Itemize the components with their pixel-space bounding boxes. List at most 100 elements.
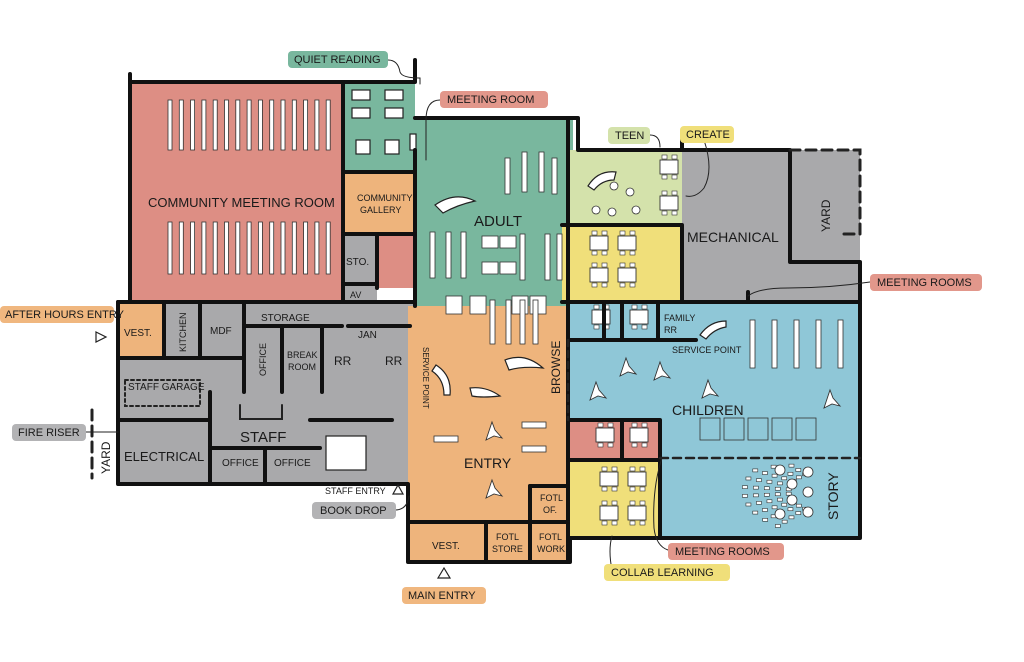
zone-mechanical	[682, 150, 860, 302]
chair-row	[291, 99, 297, 151]
chair	[629, 282, 636, 288]
table	[521, 445, 547, 453]
zone-tags: QUIET READING MEETING ROOM TEEN CREATE M…	[0, 51, 982, 604]
label-yard-left: YARD	[99, 441, 113, 474]
story-seat	[752, 510, 759, 515]
chair	[641, 422, 648, 428]
table	[617, 235, 637, 251]
chair	[641, 442, 648, 448]
chair	[619, 282, 626, 288]
stool	[631, 205, 641, 215]
table	[599, 505, 619, 521]
chair	[639, 500, 646, 506]
tag-meeting-room-text: MEETING ROOM	[447, 94, 534, 106]
tag-fire-riser-text: FIRE RISER	[18, 427, 80, 439]
label-office-a: OFFICE	[258, 343, 268, 376]
chair	[607, 422, 614, 428]
triangle-entry-icon	[391, 483, 405, 495]
tag-main-entry: MAIN ENTRY	[402, 587, 486, 604]
chair	[631, 304, 638, 310]
book-stack	[445, 295, 463, 315]
chair-row	[167, 99, 173, 151]
chair-row	[167, 221, 173, 275]
label-rr-a: RR	[334, 354, 352, 368]
chair-row	[235, 221, 241, 275]
chair	[631, 442, 638, 448]
service-desk	[431, 364, 451, 396]
story-seat	[787, 507, 794, 512]
story-seat	[766, 499, 773, 504]
chair-row	[269, 99, 275, 151]
table	[499, 261, 517, 275]
stool	[625, 187, 635, 197]
chair	[591, 230, 598, 236]
chair	[639, 520, 646, 526]
chair	[611, 466, 618, 472]
label-entry: ENTRY	[464, 455, 512, 471]
story-cushion	[802, 486, 814, 498]
lounge-seat	[485, 420, 504, 441]
service-desk	[699, 320, 727, 340]
table	[659, 195, 679, 211]
chair	[671, 190, 678, 196]
quiet-reading-tables	[351, 89, 417, 155]
zone-meeting-room-small	[377, 236, 415, 288]
story-seat	[762, 518, 768, 522]
story-seat	[777, 481, 783, 486]
label-av: AV	[350, 290, 361, 300]
triangle-entry-icon	[95, 331, 108, 343]
tag-book-drop-text: BOOK DROP	[320, 505, 387, 517]
chair-row	[280, 221, 286, 275]
community-chair-rows-bottom	[167, 221, 331, 275]
curved-bench	[469, 387, 502, 398]
chair	[629, 466, 636, 472]
stool	[609, 181, 619, 191]
chair	[671, 210, 678, 216]
lounge-seat	[701, 378, 720, 399]
table	[521, 421, 547, 429]
label-vest-main: VEST.	[432, 541, 460, 552]
label-fotl-work-2: WORK	[537, 544, 565, 554]
chair-row	[212, 99, 218, 151]
tag-after-hours-entry: AFTER HOURS ENTRY	[0, 306, 125, 323]
chair	[593, 304, 600, 310]
triangle-entry-icon	[436, 566, 452, 579]
tag-create-text: CREATE	[686, 129, 730, 141]
book-stack	[699, 417, 721, 441]
lounge-seat	[589, 380, 608, 401]
chair-row	[178, 99, 184, 151]
book-stack	[551, 157, 558, 195]
chair	[601, 282, 608, 288]
tables	[589, 154, 679, 526]
chair	[671, 154, 678, 160]
chair	[631, 422, 638, 428]
chair-row	[224, 221, 229, 275]
story-seat	[774, 492, 781, 497]
book-stack	[749, 319, 756, 369]
chair-row	[224, 99, 229, 151]
adult-stacks	[429, 151, 563, 315]
story-seat	[788, 463, 795, 468]
book-stack	[505, 299, 512, 345]
story-seat	[795, 468, 802, 472]
label-yard-right: YARD	[819, 199, 833, 232]
table	[499, 235, 517, 249]
label-office-b: OFFICE	[222, 458, 259, 469]
chair	[661, 154, 668, 160]
label-staff-entry: STAFF ENTRY	[325, 486, 386, 496]
chair	[611, 486, 618, 492]
furniture	[124, 89, 844, 528]
chair	[597, 422, 604, 428]
book-stack	[532, 299, 539, 345]
story-seat	[745, 502, 752, 507]
chair	[661, 210, 668, 216]
book-stack	[815, 319, 822, 369]
story-cushion	[774, 508, 786, 520]
table	[591, 309, 611, 325]
chair	[661, 190, 668, 196]
tag-collab-learning: COLLAB LEARNING	[604, 564, 730, 581]
story-seat	[796, 503, 802, 508]
chair-row	[212, 221, 218, 275]
story-seat	[774, 524, 781, 528]
staff-table	[325, 435, 367, 471]
